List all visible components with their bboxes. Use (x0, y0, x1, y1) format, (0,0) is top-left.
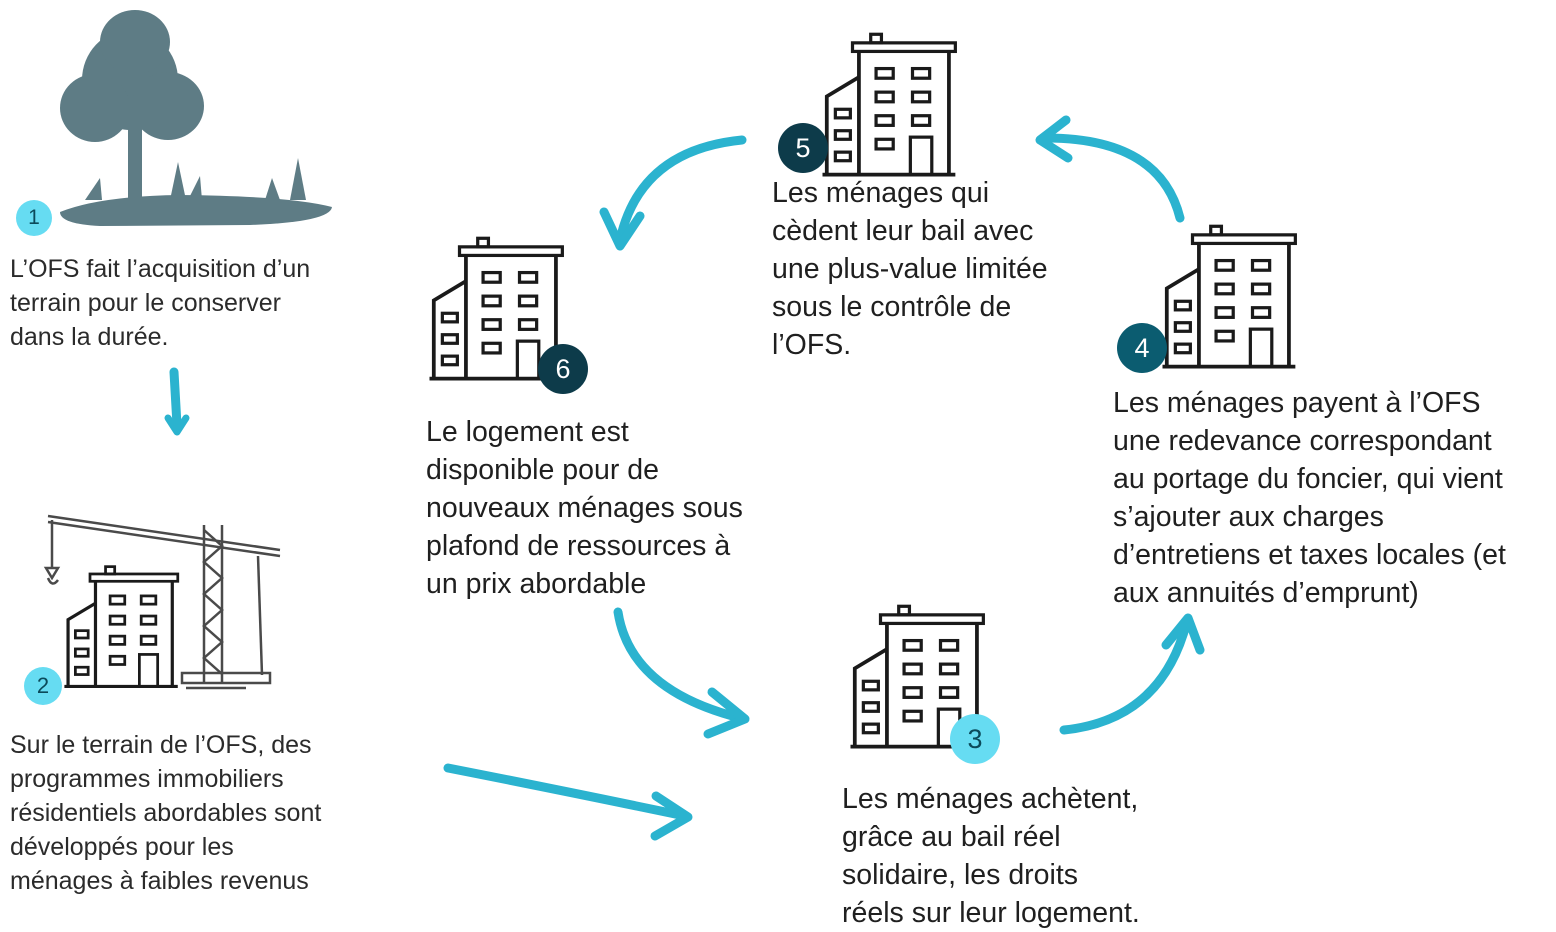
step-2-line: résidentiels abordables sont (10, 799, 322, 827)
step-4-line: Les ménages payent à l’OFS (1113, 387, 1481, 419)
building-icon-2 (62, 565, 180, 689)
step-5-badge: 5 (778, 123, 828, 173)
step-3-line: Les ménages achètent, (842, 783, 1139, 815)
step-1-text: L’OFS fait l’acquisition d’un terrain po… (10, 252, 310, 354)
arrow-4-to-5 (1041, 133, 1185, 223)
step-3-line: solidaire, les droits (842, 859, 1079, 891)
step-2-line: Sur le terrain de l’OFS, des (10, 731, 312, 759)
step-1-badge: 1 (16, 200, 52, 236)
step-6-line: disponible pour de (426, 454, 659, 486)
step-4-line: s’ajouter aux charges (1113, 501, 1384, 533)
step-4-line: aux annuités d’emprunt) (1113, 577, 1419, 609)
step-3-text: Les ménages achètent, grâce au bail réel… (842, 780, 1140, 932)
arrow-6-to-3 (613, 607, 745, 723)
step-5-line: sous le contrôle de (772, 291, 1012, 323)
step-2-line: ménages à faibles revenus (10, 867, 309, 895)
step-5-line: l’OFS. (772, 329, 852, 361)
step-2-line: développés pour les (10, 833, 234, 861)
step-2-badge: 2 (24, 667, 62, 705)
building-icon-4 (1160, 224, 1298, 369)
step-5-line: cèdent leur bail avec (772, 215, 1034, 247)
step-4-text: Les ménages payent à l’OFS une redevance… (1113, 384, 1506, 612)
step-5-line: une plus-value limitée (772, 253, 1048, 285)
step-4-line: au portage du foncier, qui vient (1113, 463, 1503, 495)
step-2-line: programmes immobiliers (10, 765, 284, 793)
arrow-3-to-4 (1059, 620, 1191, 735)
step-6-text: Le logement est disponible pour de nouve… (426, 413, 743, 603)
arrow-2-to-3 (443, 763, 685, 820)
arrow-5-to-6 (615, 135, 747, 245)
step-4-badge: 4 (1117, 323, 1167, 373)
step-6-line: nouveaux ménages sous (426, 492, 743, 524)
step-5-line: Les ménages qui (772, 177, 990, 209)
step-5-text: Les ménages qui cèdent leur bail avec un… (772, 174, 1048, 364)
step-4-line: une redevance correspondant (1113, 425, 1492, 457)
step-3-line: grâce au bail réel (842, 821, 1061, 853)
building-icon-5 (820, 32, 958, 177)
step-3-badge: 3 (950, 714, 1000, 764)
step-6-line: Le logement est (426, 416, 629, 448)
step-1-line: L’OFS fait l’acquisition d’un (10, 255, 311, 283)
step-4-line: d’entretiens et taxes locales (et (1113, 539, 1506, 571)
step-6-line: un prix abordable (426, 568, 647, 600)
step-6-badge: 6 (538, 344, 588, 394)
step-1-line: dans la durée. (10, 323, 169, 351)
step-2-text: Sur le terrain de l’OFS, des programmes … (10, 728, 321, 898)
step-6-line: plafond de ressources à (426, 530, 731, 562)
step-1-line: terrain pour le conserver (10, 289, 281, 317)
arrow-1-to-2 (169, 367, 182, 430)
step-3-line: réels sur leur logement. (842, 897, 1140, 929)
